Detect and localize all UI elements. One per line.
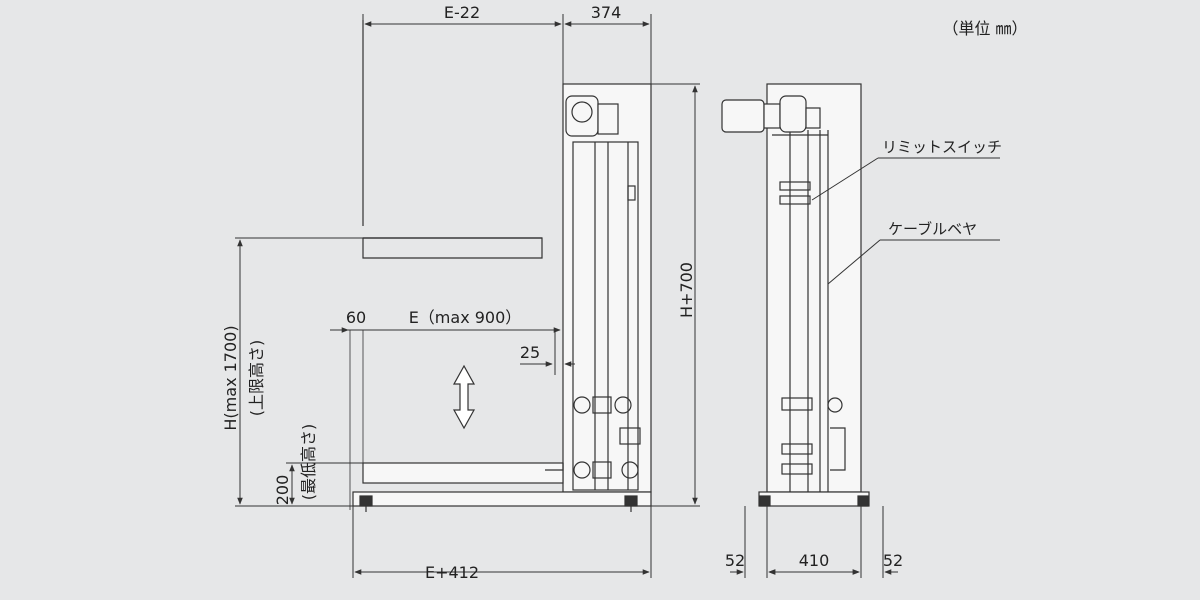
front-motor <box>721 99 765 133</box>
front-view <box>721 83 870 507</box>
lower-table <box>362 462 564 484</box>
dim-e-minus-22: E-22 <box>444 3 480 22</box>
dim-374: 374 <box>591 3 622 22</box>
front-view-dimensions <box>730 506 898 578</box>
dim-h-plus-700: H+700 <box>677 262 696 318</box>
dim-52-right: 52 <box>883 551 903 570</box>
dim-410: 410 <box>799 551 830 570</box>
dim-200: 200 <box>273 475 292 506</box>
unit-note: （単位 ㎜） <box>942 19 1027 38</box>
dim-e-plus-412: E+412 <box>425 563 479 582</box>
column-housing <box>562 83 652 493</box>
callout-limit-switch: リミットスイッチ <box>882 138 1002 156</box>
dim-e-max: E（max 900） <box>409 308 522 327</box>
side-view <box>349 20 652 512</box>
column-guide <box>572 141 639 491</box>
limit-switch-lower <box>781 397 813 411</box>
callout-cable-carrier: ケーブルベヤ <box>888 220 977 238</box>
front-base <box>758 491 870 507</box>
up-down-arrow-icon <box>452 364 476 430</box>
dim-52-left: 52 <box>725 551 745 570</box>
dim-200-note: (最低高さ) <box>299 424 318 501</box>
side-view-dimensions <box>235 14 700 578</box>
dim-h-max-note: (上限高さ) <box>247 340 266 417</box>
dim-60: 60 <box>346 308 366 327</box>
base-plate <box>352 491 652 507</box>
dim-h-max: H(max 1700) <box>221 325 240 430</box>
callout-leaders <box>811 157 1000 285</box>
dim-25: 25 <box>520 343 540 362</box>
limit-switch-upper <box>779 181 811 191</box>
front-housing <box>766 83 862 493</box>
